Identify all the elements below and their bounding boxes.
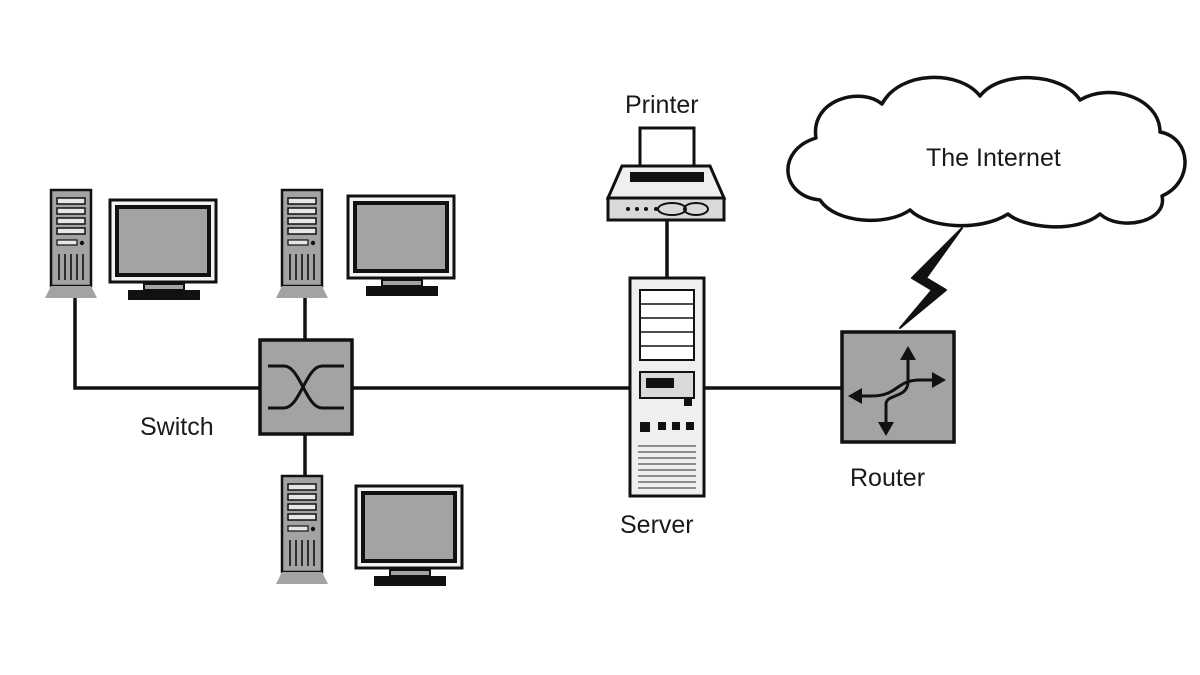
switch-icon xyxy=(258,338,354,436)
monitor-icon xyxy=(108,198,218,302)
network-cables xyxy=(73,220,842,478)
workstation-1 xyxy=(43,188,218,302)
cloud-icon xyxy=(786,75,1187,229)
monitor-icon xyxy=(346,194,456,298)
monitor-icon xyxy=(354,484,464,588)
router-icon xyxy=(840,330,956,444)
desktop-tower-icon xyxy=(274,188,330,300)
router-label: Router xyxy=(850,464,926,492)
workstation-2 xyxy=(274,188,456,300)
lightning-bolt-icon xyxy=(899,227,963,329)
server-tower-icon xyxy=(628,276,706,498)
internet-label: The Internet xyxy=(926,144,1061,172)
workstation-3 xyxy=(274,474,464,588)
printer-icon xyxy=(605,126,727,222)
cable-workstation-1-switch xyxy=(73,298,260,390)
server-label: Server xyxy=(620,511,694,539)
desktop-tower-icon xyxy=(274,474,330,586)
printer-label: Printer xyxy=(625,91,699,119)
switch-label: Switch xyxy=(140,413,214,441)
desktop-tower-icon xyxy=(43,188,99,300)
